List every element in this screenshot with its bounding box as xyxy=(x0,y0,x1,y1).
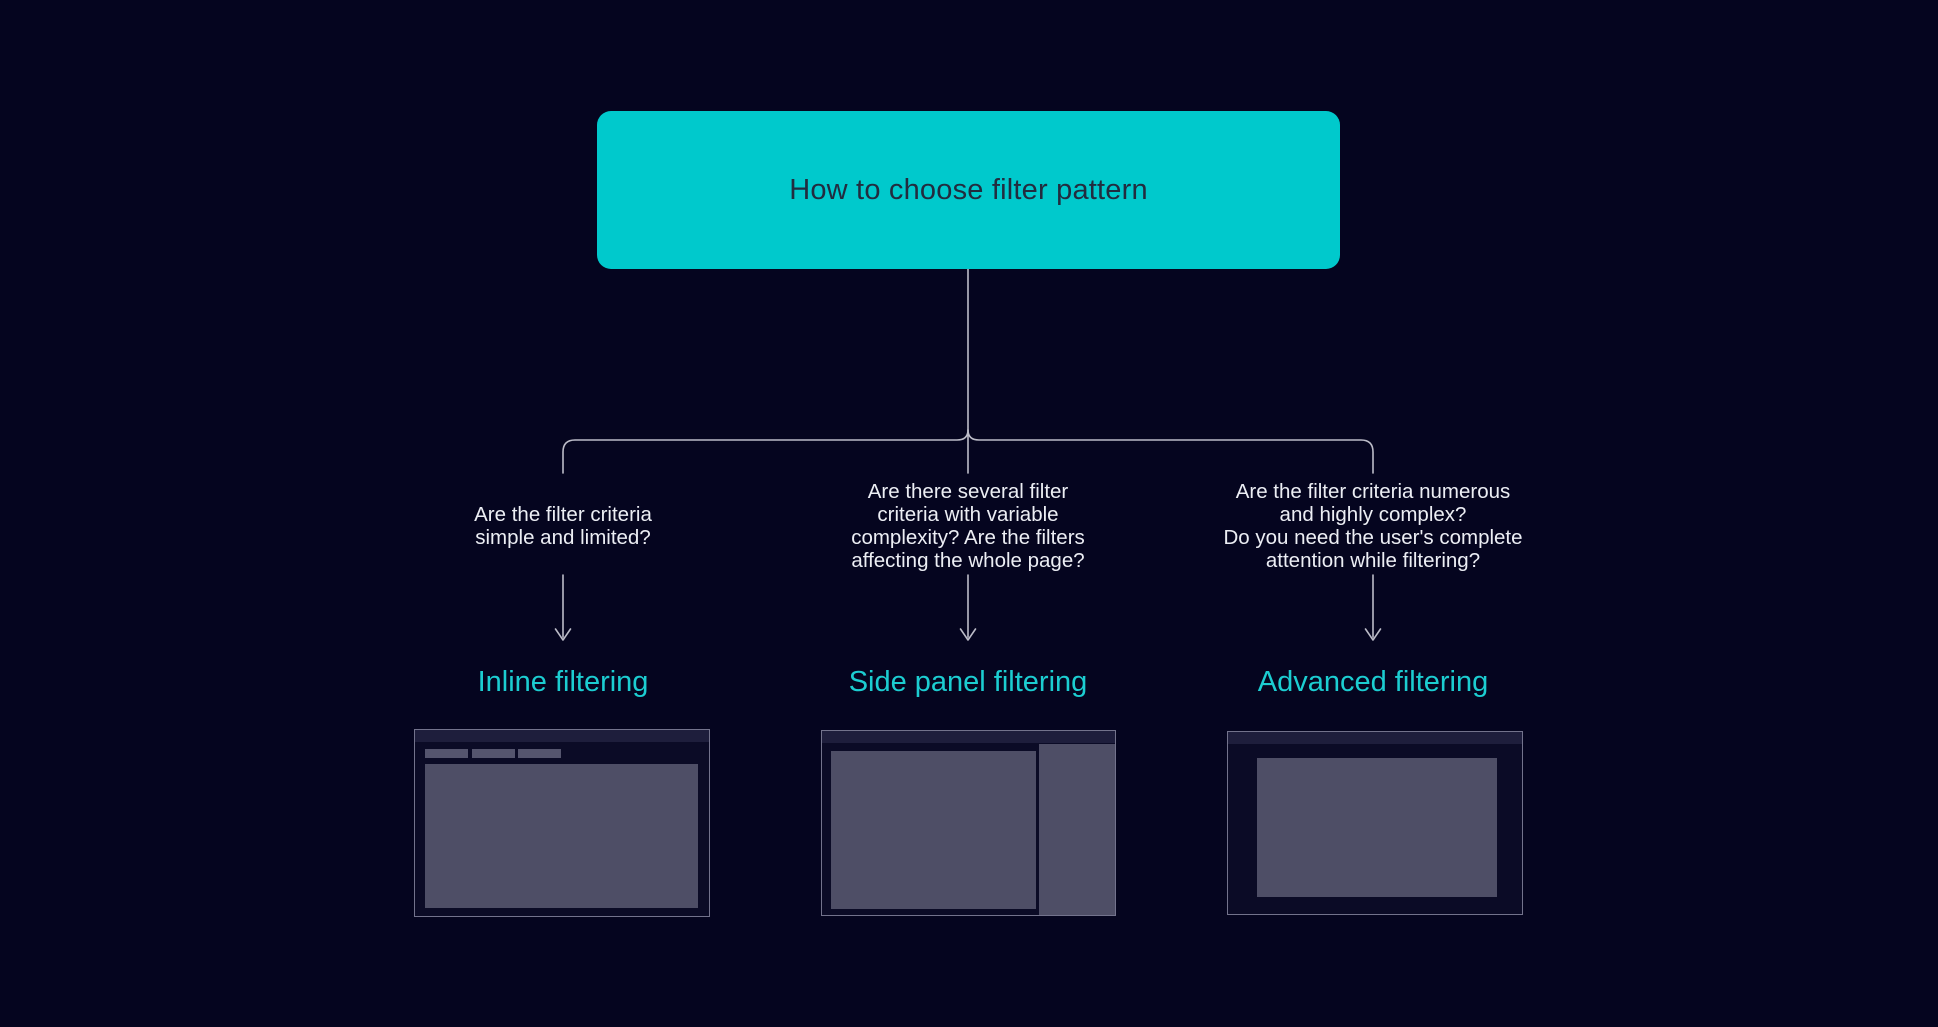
inline-filtering-thumbnail xyxy=(414,729,710,917)
arrow-down-inline xyxy=(554,574,572,641)
thumbnail-titlebar xyxy=(822,731,1115,743)
root-node-title: How to choose filter pattern xyxy=(789,173,1148,206)
filter-side-panel xyxy=(1039,744,1115,915)
arrow-down-side-panel xyxy=(959,574,977,641)
question-side-panel-filtering: Are there several filter criteria with v… xyxy=(851,480,1085,572)
advanced-filtering-thumbnail xyxy=(1227,731,1523,915)
question-advanced-filtering: Are the filter criteria numerous and hig… xyxy=(1223,480,1523,572)
content-area xyxy=(831,751,1036,909)
filter-modal xyxy=(1257,758,1497,897)
arrow-down-advanced xyxy=(1364,574,1382,641)
filter-chip xyxy=(472,749,515,758)
root-node-card: How to choose filter pattern xyxy=(597,111,1340,269)
connector-branch-left xyxy=(562,429,969,474)
branch-label-advanced-filtering: Advanced filtering xyxy=(1257,666,1489,698)
branch-label-side-panel-filtering: Side panel filtering xyxy=(848,666,1088,698)
content-area xyxy=(425,764,698,908)
thumbnail-titlebar xyxy=(1228,732,1522,744)
thumbnail-titlebar xyxy=(415,730,709,742)
question-inline-filtering: Are the filter criteria simple and limit… xyxy=(474,503,652,549)
side-panel-filtering-thumbnail xyxy=(821,730,1116,916)
filter-chip xyxy=(425,749,468,758)
connector-branch-right xyxy=(967,429,1374,474)
branch-label-inline-filtering: Inline filtering xyxy=(477,666,649,698)
filter-chip xyxy=(518,749,561,758)
